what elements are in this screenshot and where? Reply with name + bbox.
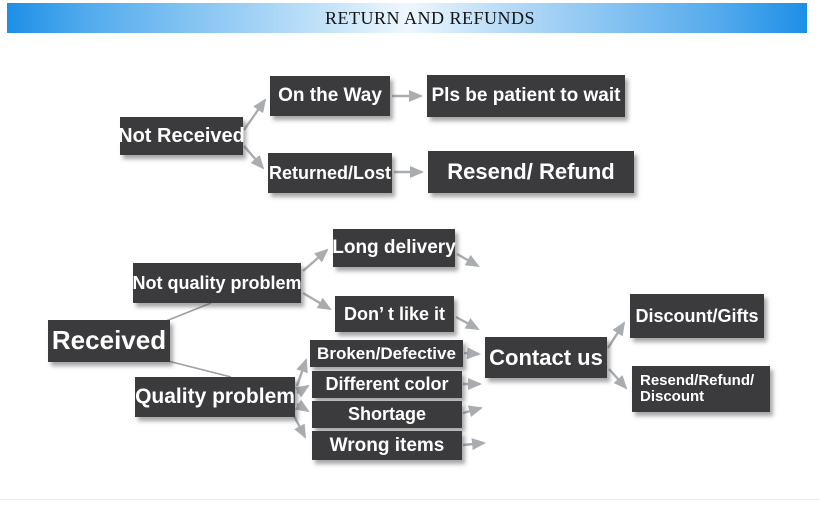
arrow-dont-like-it-out xyxy=(455,315,480,331)
arrow-not-received-to-returned-lost xyxy=(243,145,265,170)
node-long-delivery-label: Long delivery xyxy=(332,237,456,259)
arrow-broken-defective-to-contact xyxy=(463,347,481,360)
arrow-long-delivery-out xyxy=(456,252,480,268)
arrow-wrong-items-to-contact xyxy=(462,438,486,451)
node-on-the-way: On the Way xyxy=(270,76,390,116)
arrow-contact-to-resend-refund-discount xyxy=(608,368,628,390)
node-returned-lost: Returned/Lost xyxy=(268,153,392,193)
arrow-shortage-to-contact xyxy=(462,405,483,417)
node-wrong-items: Wrong items xyxy=(312,431,462,460)
node-contact-us-label: Contact us xyxy=(489,344,603,370)
node-not-received: Not Received xyxy=(118,117,245,155)
node-dont-like-it: Don’ t like it xyxy=(335,296,454,332)
node-broken-defective-label: Broken/Defective xyxy=(317,343,456,363)
node-wrong-items-label: Wrong items xyxy=(329,434,445,456)
arrow-quality-to-wrong-items xyxy=(292,415,307,439)
node-resend-refund-discount-line1: Resend/Refund/ xyxy=(640,372,755,390)
arrow-quality-to-different-color xyxy=(294,384,310,398)
node-received: Received xyxy=(48,320,170,362)
node-different-color: Different color xyxy=(312,371,462,398)
node-resend-refund-discount-line2: Discount xyxy=(640,388,705,405)
node-resend-refund-label: Resend/ Refund xyxy=(447,159,615,185)
node-dont-like-it-label: Don’ t like it xyxy=(343,303,445,324)
node-different-color-label: Different color xyxy=(325,374,449,395)
node-quality-problem: Quality problem xyxy=(135,377,295,417)
bottom-divider xyxy=(0,499,820,500)
line-received-to-quality xyxy=(167,360,232,378)
arrow-not-received-to-on-the-way xyxy=(243,98,267,131)
node-discount-gifts: Discount/Gifts xyxy=(630,294,764,338)
node-discount-gifts-label: Discount/Gifts xyxy=(635,305,759,326)
node-not-received-label: Not Received xyxy=(118,124,245,147)
arrow-not-quality-to-long-delivery xyxy=(302,248,329,272)
node-not-quality-problem-label: Not quality problem xyxy=(132,272,302,293)
node-pls-be-patient: Pls be patient to wait xyxy=(427,75,625,117)
node-received-label: Received xyxy=(51,325,167,356)
line-received-to-not-quality xyxy=(165,302,212,322)
node-shortage: Shortage xyxy=(312,401,462,428)
node-contact-us: Contact us xyxy=(485,337,607,378)
arrow-contact-to-discount-gifts xyxy=(606,321,626,349)
node-broken-defective: Broken/Defective xyxy=(310,340,463,367)
node-resend-refund-discount: Resend/Refund/ Discount xyxy=(632,366,770,412)
node-returned-lost-label: Returned/Lost xyxy=(268,162,391,183)
node-long-delivery: Long delivery xyxy=(332,229,456,267)
node-resend-refund: Resend/ Refund xyxy=(428,151,634,193)
node-pls-be-patient-label: Pls be patient to wait xyxy=(431,85,621,107)
node-on-the-way-label: On the Way xyxy=(278,85,382,107)
arrow-quality-to-broken-defective xyxy=(295,358,308,387)
header-bar: RETURN AND REFUNDS xyxy=(7,3,807,33)
node-not-quality-problem: Not quality problem xyxy=(132,263,302,303)
node-quality-problem-label: Quality problem xyxy=(135,384,295,408)
page-title: RETURN AND REFUNDS xyxy=(324,7,536,28)
arrow-not-quality-to-dont-like-it xyxy=(302,291,332,311)
arrow-quality-to-shortage xyxy=(294,399,310,413)
node-shortage-label: Shortage xyxy=(347,404,426,425)
